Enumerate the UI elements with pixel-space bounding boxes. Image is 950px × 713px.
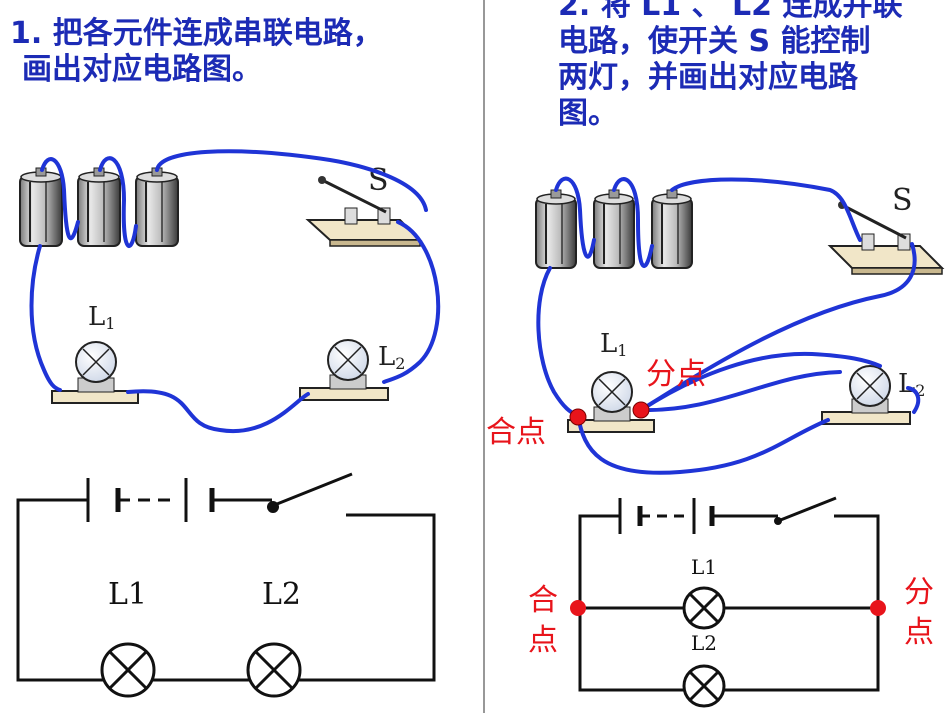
wire (639, 242, 917, 412)
schematic-wire (16, 498, 436, 682)
split-point-label: 分点 (646, 357, 706, 392)
wire (554, 176, 596, 259)
right-parallel-wires (536, 176, 921, 475)
wire (155, 149, 428, 212)
battery-cell (535, 189, 577, 269)
switch-pivot (267, 501, 279, 513)
schematic-wire (578, 514, 880, 692)
schematic-join-label-2: 点 (528, 623, 558, 658)
wire (126, 389, 310, 434)
switch-pivot (774, 517, 782, 525)
right-schematic (578, 496, 880, 708)
wire (906, 386, 921, 414)
schematic-split-label-1: 分 (904, 575, 934, 610)
battery-cell (77, 167, 121, 247)
right-lamp-1-label: L1 (600, 329, 627, 360)
question-2-text: 2. 将 L1 、 L2 连成并联 电路，使开关 S 能控制 两灯，并画出对应电… (558, 0, 943, 132)
schematic-lamp-2-label: L2 (691, 631, 717, 655)
wire (40, 157, 80, 241)
battery-cell (19, 167, 63, 247)
schematic-lamp-1-label: L1 (691, 555, 717, 579)
wire (670, 177, 862, 242)
right-lamp-2-label: L2 (898, 369, 925, 400)
question-1-line-1: 1. 把各元件连成串联电路， (10, 16, 383, 51)
wire (382, 220, 441, 384)
schematic-join-label-1: 合 (528, 583, 558, 618)
left-lamp-2-label: L2 (378, 342, 405, 373)
right-switch-label: S (892, 183, 913, 218)
lamp-symbol-2 (688, 670, 720, 702)
lamp-symbol-1 (688, 592, 720, 624)
question-2-line-2: 电路，使开关 S 能控制 (558, 24, 871, 59)
question-2-line-4: 图。 (558, 96, 618, 131)
join-point-label: 合点 (486, 415, 546, 450)
right-battery-pack (535, 189, 693, 269)
left-lamp-1-label: L1 (88, 302, 115, 333)
wire (612, 177, 654, 268)
wire (29, 244, 62, 392)
lamp-symbol-2 (254, 650, 294, 690)
wire (639, 351, 882, 412)
question-2-line-1: 2. 将 L1 、 L2 连成并联 (558, 0, 903, 23)
question-1-line-2: 画出对应电路图。 (22, 52, 262, 87)
right-lamp-2 (821, 365, 911, 425)
switch-blade (271, 472, 353, 508)
join-point-marker (570, 600, 586, 616)
wire (98, 156, 138, 248)
left-battery-pack (19, 167, 179, 247)
left-schematic (16, 472, 436, 698)
switch-blade (777, 496, 837, 523)
battery-cell (593, 189, 635, 269)
wire (536, 266, 580, 418)
schematic-lamp-1-label: L1 (108, 577, 147, 612)
split-point-marker (632, 401, 650, 419)
wire (639, 370, 842, 413)
left-switch (305, 176, 423, 247)
split-point-marker (870, 600, 886, 616)
battery-cell (135, 167, 179, 247)
question-1-text: 1. 把各元件连成串联电路， 画出对应电路图。 (10, 16, 450, 88)
question-2-line-3: 两灯，并画出对应电路 (558, 60, 858, 95)
left-lamp-1 (51, 341, 139, 404)
schematic-split-label-2: 点 (904, 615, 934, 650)
schematic-lamp-2-label: L2 (262, 577, 301, 612)
join-point-marker (569, 408, 587, 426)
battery-cell (651, 189, 693, 269)
left-series-wires (29, 149, 441, 434)
lamp-symbol-1 (108, 650, 148, 690)
wire (576, 414, 830, 475)
right-lamp-1 (567, 371, 655, 433)
left-lamp-2 (299, 339, 389, 401)
